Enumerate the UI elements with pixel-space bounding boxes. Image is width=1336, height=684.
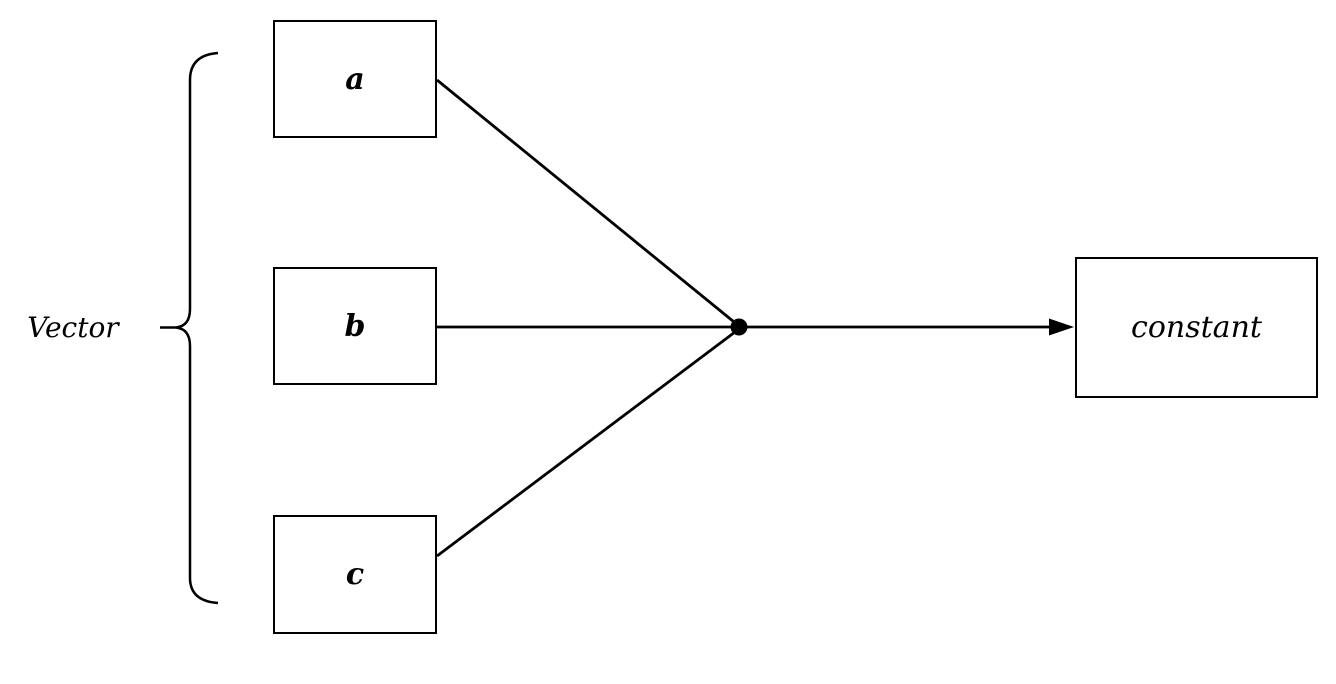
node-a-label: a [345,61,365,97]
edge-c-to-junction [436,327,740,558]
vector-group-label: Vector [27,310,119,344]
node-b: b [273,267,437,385]
arrowhead-icon [1049,318,1074,336]
node-a: a [273,20,437,138]
node-constant-label: constant [1131,310,1262,345]
node-c: c [273,515,437,634]
edge-a-to-junction [436,78,740,328]
vector-brace [175,51,219,605]
node-b-label: b [344,308,366,344]
node-c-label: c [345,557,365,592]
node-constant: constant [1075,257,1318,398]
